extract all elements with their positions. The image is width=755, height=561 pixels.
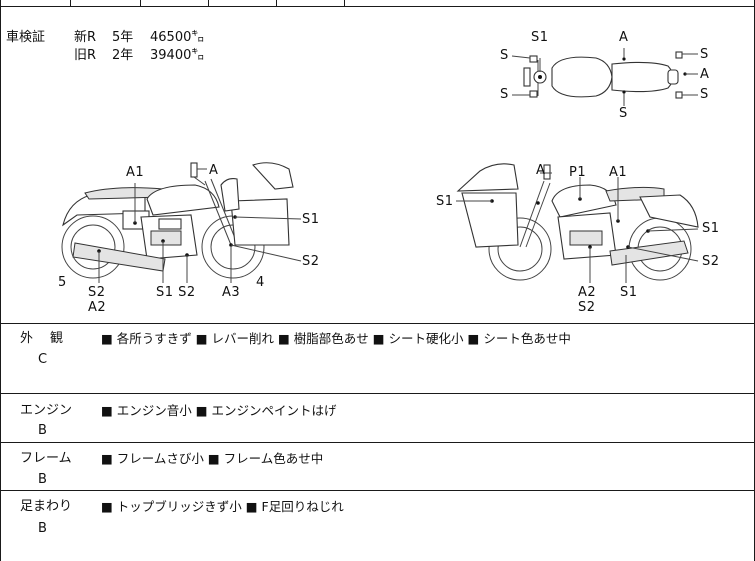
section-suspension-notes: ■ トップブリッジきず小 ■ F足回りねじれ (101, 499, 344, 514)
top-border (0, 6, 755, 7)
top-cell-divider (208, 0, 209, 6)
section-exterior-grade: C (38, 352, 48, 367)
inspection-old-km: 39400㌔ (150, 48, 205, 63)
right-label-s1-bottom: S1 (620, 285, 638, 300)
section-frame-notes: ■ フレームさび小 ■ フレーム色あせ中 (101, 451, 324, 466)
section-frame-name: フレーム (20, 451, 72, 466)
right-label-s1-right: S1 (702, 221, 720, 236)
inspection-old-prefix: 旧R (74, 48, 97, 63)
inspection-old-years: 2年 (112, 48, 134, 63)
inspection-new-km: 46500㌔ (150, 30, 205, 45)
right-label-a: A (536, 163, 546, 178)
left-label-5: 5 (58, 275, 67, 290)
right-label-p1: P1 (569, 165, 587, 180)
left-label-4: 4 (256, 275, 265, 290)
top-label-a: A (619, 30, 629, 45)
right-label-s1-left: S1 (436, 194, 454, 209)
left-label-s2-right: S2 (302, 254, 320, 269)
top-cell-divider (70, 0, 71, 6)
motorcycle-left-side-diagram (61, 162, 302, 283)
top-cell-divider (276, 0, 277, 6)
left-label-s1-s2: S1 S2 (156, 285, 196, 300)
left-border (0, 0, 1, 561)
left-label-a1: A1 (126, 165, 145, 180)
left-label-s2: S2 (88, 285, 106, 300)
right-label-s2-right: S2 (702, 254, 720, 269)
left-label-a: A (209, 163, 219, 178)
right-label-a2: A2 (578, 285, 597, 300)
section-engine-grade: B (38, 423, 47, 438)
section-engine-name: エンジン (20, 403, 73, 418)
section-suspension-grade: B (38, 521, 47, 536)
motorcycle-top-view-diagram (511, 48, 698, 106)
left-label-a2: A2 (88, 300, 107, 315)
top-label-a-right: A (700, 67, 710, 82)
section-exterior-name: 外 観 (20, 331, 66, 346)
motorcycle-right-side-diagram (456, 163, 699, 283)
top-cell-divider (140, 0, 141, 6)
section-divider (0, 393, 755, 394)
diagram-bottom-border (0, 323, 755, 324)
top-label-s-left2: S (500, 87, 509, 102)
left-label-a3: A3 (222, 285, 241, 300)
right-label-a1: A1 (609, 165, 628, 180)
inspection-new-years: 5年 (112, 30, 134, 45)
section-exterior-notes: ■ 各所うすきず ■ レバー削れ ■ 樹脂部色あせ ■ シート硬化小 ■ シート… (101, 331, 571, 346)
top-cell-divider (344, 0, 345, 6)
top-label-s-right2: S (700, 87, 709, 102)
right-label-s2: S2 (578, 300, 596, 315)
section-suspension-name: 足まわり (20, 499, 73, 514)
top-label-s-right1: S (700, 47, 709, 62)
left-label-s1: S1 (302, 212, 320, 227)
section-divider (0, 442, 755, 443)
inspection-label: 車検証 (6, 30, 46, 45)
top-label-s-bottom: S (619, 106, 628, 121)
section-frame-grade: B (38, 472, 47, 487)
inspection-new-prefix: 新R (74, 30, 97, 45)
top-label-s1: S1 (531, 30, 549, 45)
top-label-s-left1: S (500, 48, 509, 63)
section-engine-notes: ■ エンジン音小 ■ エンジンペイントはげ (101, 403, 337, 418)
section-divider (0, 490, 755, 491)
